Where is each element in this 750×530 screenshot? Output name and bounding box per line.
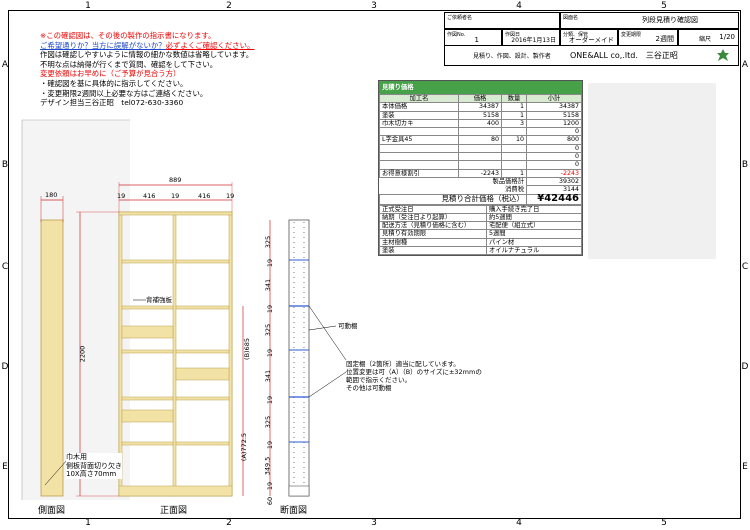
note-line-8: デザイン担当三谷正昭 tel072-630-3360	[40, 98, 184, 108]
reserved-image-area	[588, 83, 716, 259]
tb-customer: ご依頼者名	[444, 12, 560, 29]
company-logo-icon	[717, 49, 729, 61]
movable-shelf-label: 可動棚	[338, 322, 358, 330]
width-4: 19	[226, 192, 235, 200]
width-1: 416	[143, 192, 156, 200]
col-num-3-top: 3	[371, 1, 377, 11]
section-dim-t3: 19	[266, 348, 275, 358]
col-num-2-bottom: 2	[226, 518, 232, 528]
dim-a: (A)772.5	[240, 432, 249, 462]
row-letter-b-left: B	[1, 160, 9, 170]
instruction-notes: ※この確認図は、その後の製作の指示書になります。 ご希望通りか？当方に誤解がない…	[40, 31, 254, 108]
row-letter-d-right: D	[741, 362, 749, 372]
section-dim-t4: 19	[266, 395, 275, 405]
section-dim-0: 325	[264, 235, 273, 249]
col-num-4-bottom: 4	[516, 518, 522, 528]
width-2: 19	[171, 192, 180, 200]
tb-maker: 見積り、作図、設計、製作者 ONE&ALL co,.ltd. 三谷正昭	[444, 46, 739, 66]
section-dim-t5: 19	[266, 440, 275, 450]
estimate-header-row: 加工名 価格 数量 小計	[379, 93, 582, 104]
row-letter-e-right: E	[742, 462, 748, 472]
back-board-label: 背補強板	[146, 296, 172, 304]
front-cabinet	[76, 182, 244, 497]
row-letter-e-left: E	[2, 462, 8, 472]
note-line-6: ・確認図を基に具体的に指示してください。	[40, 78, 188, 88]
note-line-7: ・変更期限2週間以上必要な方はご連絡ください。	[40, 88, 208, 98]
col-num-3-bottom: 3	[371, 518, 377, 528]
view-label-section: 断面図	[280, 506, 308, 516]
drawing-frame	[8, 10, 741, 519]
baseboard-note: 巾木用 側板背面切り欠き 10X高さ70mm	[66, 453, 122, 479]
section-view	[269, 219, 310, 497]
col-num-4-top: 4	[516, 1, 522, 11]
view-label-side: 側面図	[38, 506, 66, 516]
width-3: 416	[198, 192, 211, 200]
section-dim-3: 341	[264, 369, 273, 383]
dim-b: (B)685	[242, 338, 251, 360]
row-letter-c-right: C	[741, 262, 749, 272]
overall-height: 2200	[78, 345, 87, 363]
col-num-5-top: 5	[661, 1, 667, 11]
col-num-2-top: 2	[226, 1, 232, 11]
section-dim-t1: 19	[266, 258, 275, 268]
wall-shade	[22, 120, 130, 500]
row-letter-c-left: C	[1, 262, 9, 272]
side-depth: 180	[45, 191, 58, 199]
section-dim-2: 325	[264, 323, 273, 337]
section-dim-5: 349.5	[263, 456, 272, 476]
total-row: 見積り合計価格（税込）¥42446	[379, 193, 582, 205]
col-num-5-bottom: 5	[661, 518, 667, 528]
tb-scale: 縮尺 1/20	[678, 29, 739, 46]
note-line-5: 変更依頼はお早めに（ご予算が見合う方）	[40, 69, 181, 79]
section-dim-t2: 19	[266, 304, 275, 314]
table-row: 配送方法（見積り価格に含む）宅配便（組立式）	[379, 221, 582, 231]
table-row: 塗装オイルナチュラル	[379, 246, 582, 256]
row-letter-d-left: D	[1, 362, 9, 372]
tb-date: 作図日 2016年1月13日	[502, 29, 560, 46]
note-line-2a: ご希望通りか？当方に誤解がないか？	[40, 40, 166, 50]
tb-sheet-no: 作図No. 1	[444, 29, 502, 46]
row-letter-a-right: A	[741, 60, 749, 70]
side-panel	[40, 219, 64, 497]
row-letter-b-right: B	[741, 160, 749, 170]
tb-deadline: 変更期限 2週間	[618, 29, 678, 46]
section-dim-4: 325	[264, 415, 273, 429]
overall-width: 889	[169, 176, 182, 184]
section-dim-60: 60	[266, 496, 275, 506]
estimate-info: 正式受注日購入手続き完了日 納期（受注日より起算）約5週間 配送方法（見積り価格…	[379, 204, 582, 256]
note-line-2: ご希望通りか？当方に誤解がないか？必ずよくご確認ください。	[40, 41, 254, 51]
row-letter-a-left: A	[1, 60, 9, 70]
note-line-1: ※この確認図は、その後の製作の指示書になります。	[40, 31, 216, 40]
col-num-1-bottom: 1	[85, 518, 91, 528]
tb-drawing-name: 図面名 列段見積り確認図	[560, 12, 739, 29]
note-line-2b: 必ずよくご確認ください。	[165, 40, 255, 50]
section-dim-1: 341	[264, 278, 273, 292]
section-dim-t6: 19	[266, 481, 275, 491]
col-num-1-top: 1	[85, 1, 91, 11]
width-0: 19	[117, 192, 126, 200]
note-line-4: 不明な点は納得が行くまで質問、確認をして下さい。	[40, 59, 218, 69]
view-label-front: 正面図	[160, 506, 188, 516]
fixed-shelf-note: 固定棚（2箇所）適当に配しています。 位置変更は可（A）（B）のサイズに±32m…	[346, 360, 482, 392]
tb-category: 分類、保管 オーダーメイド	[560, 29, 618, 46]
note-line-3: 作図は確認しやすいように情報の細かな数値は省略しています。	[40, 50, 254, 60]
estimate-title: 見積り価格	[379, 81, 582, 94]
